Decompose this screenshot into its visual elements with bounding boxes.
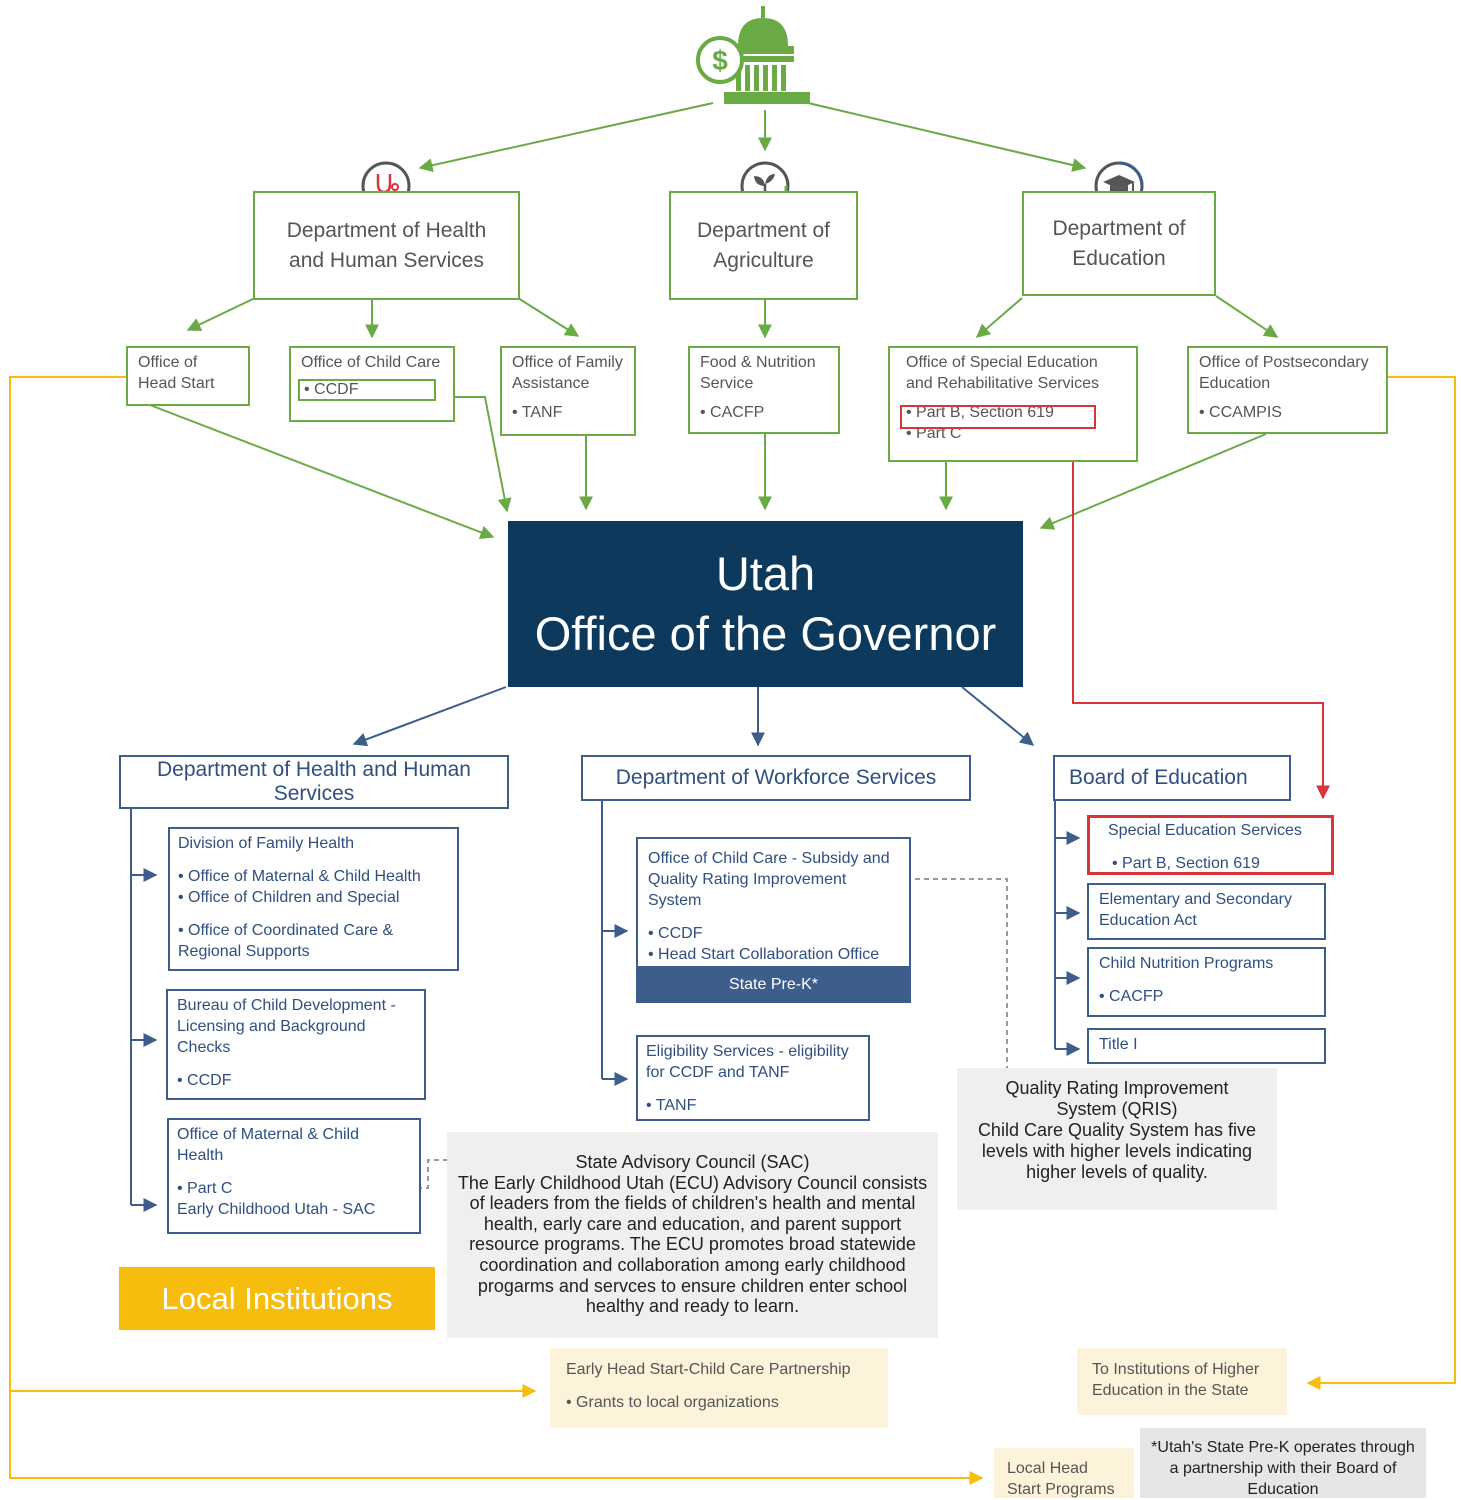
board-of-education: Board of Education [1053,755,1291,801]
subsidy-title: Office of Child Care - Subsidy and Quali… [648,850,890,909]
sac-note: State Advisory Council (SAC) The Early C… [447,1132,938,1338]
bureau-title: Bureau of Child Development - Licensing … [177,997,396,1056]
part-b-619-item: • Part B, Section 619 [906,404,1054,421]
dept-education-federal: Department of Education [1022,191,1216,296]
dept-agriculture-label: Department of Agriculture [696,218,831,272]
sped-title: Special Education Services [1108,822,1302,839]
title-one-label: Title I [1099,1036,1138,1053]
eligibility-tanf-item: • TANF [646,1097,697,1114]
dept-education-label: Department of Education [1052,216,1186,270]
ccampis-item: • CCAMPIS [1199,404,1282,421]
part-b-highlight [900,405,1096,429]
special-education-services: Special Education Services • Part B, Sec… [1087,815,1334,875]
state-pre-k-band: State Pre-K* [636,966,911,1003]
board-label: Board of Education [1069,766,1248,789]
children-special-item: • Office of Children and Special [178,889,400,906]
pre-k-footnote: *Utah's State Pre-K operates through a p… [1140,1428,1426,1498]
esea-title: Elementary and Secondary Education Act [1099,891,1292,929]
nutrition-cacfp-item: • CACFP [1099,988,1164,1005]
dept-agriculture: Department of Agriculture [669,191,858,300]
sac-title: State Advisory Council (SAC) [575,1152,810,1172]
state-pre-k-label: State Pre-K* [729,976,818,993]
dept-hhs-label: Department of Health and Human Services [286,218,487,272]
office-special-education-title: Office of Special Education and Rehabili… [906,354,1099,392]
qris-title: Quality Rating Improvement System (QRIS) [1005,1078,1229,1119]
sped-part-b-item: • Part B, Section 619 [1112,855,1260,872]
title-one: Title I [1087,1028,1326,1064]
office-head-start: Office of Head Start [126,346,250,406]
esea-box: Elementary and Secondary Education Act [1087,883,1326,940]
bureau-ccdf-item: • CCDF [177,1072,232,1089]
subsidy-ccdf-item: • CCDF [648,925,703,942]
footnote-text: *Utah's State Pre-K operates through a p… [1151,1439,1415,1498]
local-head-start-programs: Local Head Start Programs [994,1448,1134,1498]
higher-ed-institutions: To Institutions of Higher Education in t… [1077,1348,1287,1415]
ecu-sac-item: Early Childhood Utah - SAC [177,1201,376,1218]
qris-body: Child Care Quality System has five level… [977,1120,1257,1182]
office-postsecondary-title: Office of Postsecondary Education [1199,354,1369,392]
qris-note: Quality Rating Improvement System (QRIS)… [957,1068,1277,1210]
office-child-care-title: Office of Child Care [301,354,441,371]
state-hhs-label: Department of Health and Human Services [156,758,471,805]
office-head-start-title: Office of Head Start [138,354,215,392]
maternal-title: Office of Maternal & Child Health [177,1126,360,1164]
nutrition-title: Child Nutrition Programs [1099,955,1274,972]
office-postsecondary-education: Office of Postsecondary Education • CCAM… [1187,346,1388,434]
family-health-title: Division of Family Health [178,835,355,852]
head-start-collab-item: • Head Start Collaboration Office [648,946,880,963]
office-maternal-child-health: Office of Maternal & Child Health • Part… [167,1118,421,1234]
child-nutrition-programs: Child Nutrition Programs • CACFP [1087,947,1326,1017]
office-special-education: Office of Special Education and Rehabili… [888,346,1138,462]
workforce-label: Department of Workforce Services [615,766,937,789]
food-nutrition-service: Food & Nutrition Service • CACFP [688,346,840,434]
maternal-child-item: • Office of Maternal & Child Health [178,868,421,885]
tanf-item: • TANF [512,404,563,421]
part-c-item: • Part C [906,425,962,442]
sac-body: The Early Childhood Utah (ECU) Advisory … [457,1172,928,1317]
eligibility-services: Eligibility Services - eligibility for C… [636,1035,870,1121]
office-family-assistance: Office of Family Assistance • TANF [500,346,636,436]
dept-health-human-services-state: Department of Health and Human Services [119,755,509,809]
cacfp-item: • CACFP [700,404,765,421]
higher-ed-label: To Institutions of Higher Education in t… [1092,1361,1260,1399]
ehs-title: Early Head Start-Child Care Partnership [566,1361,851,1378]
food-nutrition-title: Food & Nutrition Service [700,354,816,392]
office-family-assistance-title: Office of Family Assistance [512,354,623,392]
ccdf-tag: • CCDF [298,379,436,401]
local-institutions-label: Local Institutions [119,1267,435,1330]
eligibility-title: Eligibility Services - eligibility for C… [646,1043,849,1081]
dept-health-human-services-federal: Department of Health and Human Services [253,191,520,300]
ehs-partnership: Early Head Start-Child Care Partnership … [550,1348,888,1428]
office-child-care: Office of Child Care • CCDF [289,346,455,422]
local-head-start-label: Local Head Start Programs [1007,1460,1115,1498]
dept-workforce-services: Department of Workforce Services [581,755,971,801]
ehs-grants-item: • Grants to local organizations [566,1394,779,1411]
governor-state: Utah [715,547,816,600]
capitol-dollar-icon: $ [694,4,810,108]
governor-title: Office of the Governor [534,607,997,660]
bureau-child-development: Bureau of Child Development - Licensing … [166,989,426,1100]
governor-office: Utah Office of the Governor [508,521,1023,687]
maternal-part-c-item: • Part C [177,1180,233,1197]
division-family-health: Division of Family Health • Office of Ma… [168,827,459,971]
svg-text:$: $ [712,45,728,76]
coordinated-care-item: • Office of Coordinated Care & Regional … [178,922,394,960]
